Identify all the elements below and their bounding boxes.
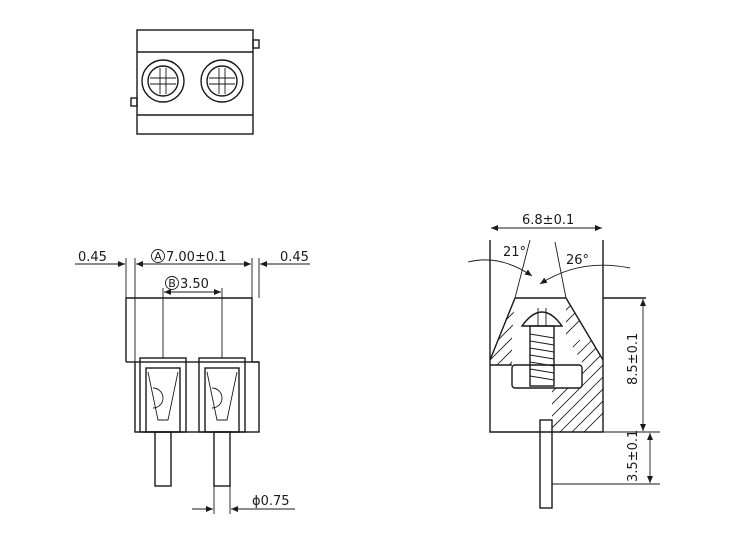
- datum-a-callout: A: [151, 249, 165, 263]
- dim-wall-left-label: 0.45: [78, 250, 107, 265]
- side-screw: [520, 308, 564, 387]
- dim-pin-length-label: 3.5±0.1: [626, 430, 641, 482]
- dim-height-label: 8.5±0.1: [626, 333, 641, 385]
- dim-pitch-a-label: 7.00±0.1: [166, 250, 227, 265]
- clamp-box: [511, 364, 583, 389]
- dim-width-label: 6.8±0.1: [522, 213, 574, 228]
- pin-1: [154, 431, 172, 487]
- front-view: 0.45 A 7.00±0.1 0.45 B 3.50 ϕ0.75: [75, 249, 310, 514]
- dim-height: [552, 299, 660, 485]
- datum-a-label: A: [154, 250, 162, 263]
- wire-entry-1: [139, 357, 187, 433]
- top-view-body: [136, 29, 254, 135]
- dim-wall-right-label: 0.45: [280, 250, 309, 265]
- screw-head-2: [200, 59, 244, 103]
- angle-left-label: 21°: [503, 245, 526, 260]
- funnel-left: [489, 297, 516, 361]
- dim-angles: [467, 239, 631, 299]
- top-view: [130, 29, 260, 135]
- dim-pin-diameter: [192, 486, 295, 514]
- screw-head-1: [141, 59, 185, 103]
- front-body-lower: [134, 361, 260, 433]
- top-view-tab-right: [252, 39, 260, 49]
- angle-right-label: 26°: [566, 253, 589, 268]
- dim-pin-diameter-label: ϕ0.75: [252, 494, 290, 509]
- dim-pitch-b-label: 3.50: [180, 277, 209, 292]
- front-body-upper: [125, 297, 253, 362]
- dim-row-top: [75, 258, 310, 298]
- side-outline: [489, 240, 604, 433]
- pin-2: [213, 431, 231, 487]
- side-pin: [539, 419, 553, 509]
- wire-entry-2: [198, 357, 246, 433]
- datum-b-label: B: [168, 277, 176, 290]
- top-view-tab-left: [130, 97, 138, 107]
- dim-pitch-b: B: [162, 276, 223, 358]
- section-hatch-right: [552, 298, 603, 432]
- side-view: 6.8±0.1 21° 26° 8.5±0.1 3.5±0.1: [467, 213, 660, 509]
- funnel-right: [565, 297, 604, 361]
